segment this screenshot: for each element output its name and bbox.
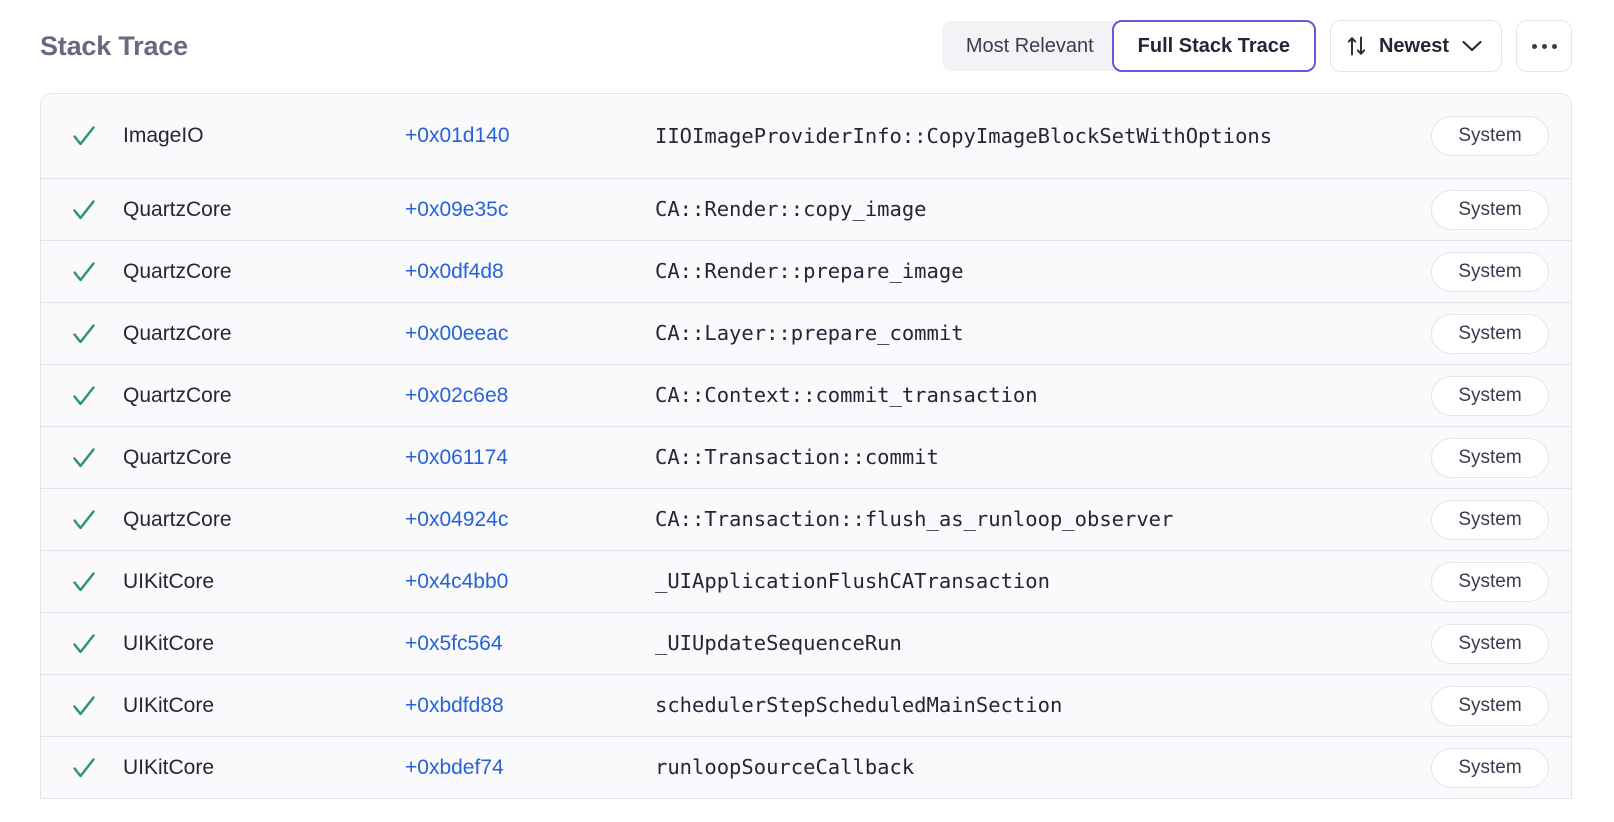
frame-badge-wrap: System [1413,685,1549,726]
table-row[interactable]: QuartzCore +0x02c6e8 CA::Context::commit_t… [41,365,1571,427]
frame-badge-wrap: System [1413,251,1549,292]
status-badge: System [1431,499,1549,540]
frame-resolved-check-icon [71,693,123,719]
frame-resolved-check-icon [71,321,123,347]
frame-offset-link[interactable]: +0x02c6e8 [405,383,509,407]
frame-symbol-name: runloopSourceCallback [655,755,915,780]
status-badge: System [1431,437,1549,478]
sort-arrows-icon [1347,35,1367,57]
frame-resolved-check-icon [71,755,123,781]
header-controls: Most Relevant Full Stack Trace Newest [941,20,1572,72]
frame-badge-wrap: System [1413,375,1549,416]
frame-module-name: QuartzCore [123,507,232,531]
table-row[interactable]: QuartzCore +0x0df4d8 CA::Render::prepare_i… [41,241,1571,303]
frame-offset-link[interactable]: +0x4c4bb0 [405,569,509,593]
frame-offset-link[interactable]: +0x061174 [405,445,508,469]
sort-dropdown[interactable]: Newest [1329,20,1502,72]
frame-badge-wrap: System [1413,561,1549,602]
frame-badge-wrap: System [1413,313,1549,354]
table-row[interactable]: UIKitCore +0x5fc564 _UIUpdateSequenceRun Sy… [41,613,1571,675]
frame-symbol-name: CA::Context::commit_transaction [655,383,1038,408]
table-row[interactable]: QuartzCore +0x04924c CA::Transaction::flus… [41,489,1571,551]
tab-full-stack-trace[interactable]: Full Stack Trace [1111,20,1316,72]
frame-symbol-name: schedulerStepScheduledMainSection [655,693,1063,718]
frame-offset-link[interactable]: +0xbdfd88 [405,693,504,717]
page-title: Stack Trace [40,30,188,61]
frame-resolved-check-icon [71,445,123,471]
status-badge: System [1431,685,1549,726]
status-badge: System [1431,561,1549,602]
frame-badge-wrap: System [1413,189,1549,230]
frame-symbol-name: CA::Layer::prepare_commit [655,321,964,346]
chevron-down-icon [1461,39,1483,53]
frame-module-name: UIKitCore [123,693,215,717]
table-row[interactable]: QuartzCore +0x09e35c CA::Render::copy_imag… [41,179,1571,241]
frame-resolved-check-icon [71,383,123,409]
status-badge: System [1431,747,1549,788]
frame-module-name: QuartzCore [123,383,232,407]
frame-symbol-name: IIOImageProviderInfo::CopyImageBlockSetW… [655,123,1273,148]
frame-resolved-check-icon [71,631,123,657]
frame-offset-link[interactable]: +0x00eeac [405,321,509,345]
sort-dropdown-label: Newest [1378,34,1449,57]
frame-symbol-name: _UIApplicationFlushCATransaction [655,569,1050,594]
frame-resolved-check-icon [71,197,123,223]
panel-header: Stack Trace Most Relevant Full Stack Tra… [0,0,1614,92]
frame-offset-link[interactable]: +0xbdef74 [405,755,504,779]
table-row[interactable]: UIKitCore +0xbdef74 runloopSourceCallback S… [41,737,1571,799]
frame-offset-link[interactable]: +0x04924c [405,507,509,531]
frame-module-name: UIKitCore [123,569,215,593]
frame-resolved-check-icon [71,123,123,149]
table-row[interactable]: QuartzCore +0x061174 CA::Transaction::comm… [41,427,1571,489]
frame-symbol-name: CA::Render::copy_image [655,197,927,222]
frame-resolved-check-icon [71,259,123,285]
frame-badge-wrap: System [1413,623,1549,664]
frame-module-name: QuartzCore [123,321,232,345]
frame-offset-link[interactable]: +0x5fc564 [405,631,503,655]
frame-module-name: QuartzCore [123,259,232,283]
frame-resolved-check-icon [71,507,123,533]
table-row[interactable]: UIKitCore +0x4c4bb0 _UIApplicationFlushCAT… [41,551,1571,613]
frame-offset-link[interactable]: +0x01d140 [405,124,510,147]
status-badge: System [1431,623,1549,664]
table-row[interactable]: UIKitCore +0xbdfd88 schedulerStepScheduled… [41,675,1571,737]
frame-resolved-check-icon [71,569,123,595]
status-badge: System [1431,375,1549,416]
frame-symbol-name: CA::Render::prepare_image [655,259,964,284]
table-row[interactable]: ImageIO +0x01d140 IIOImageProviderInfo::Co… [41,94,1571,179]
frame-symbol-name: CA::Transaction::commit [655,445,939,470]
stack-trace-table: ImageIO +0x01d140 IIOImageProviderInfo::Co… [40,93,1572,799]
status-badge: System [1431,116,1549,156]
frame-symbol-name: CA::Transaction::flush_as_runloop_observ… [655,507,1174,532]
frame-offset-link[interactable]: +0x09e35c [405,197,509,221]
frame-module-name: UIKitCore [123,755,215,779]
frame-module-name: UIKitCore [123,631,215,655]
status-badge: System [1431,251,1549,292]
frame-module-name: QuartzCore [123,445,232,469]
frame-symbol-name: _UIUpdateSequenceRun [655,631,902,656]
tab-most-relevant[interactable]: Most Relevant [941,21,1120,71]
table-row[interactable]: QuartzCore +0x00eeac CA::Layer::prepare_co… [41,303,1571,365]
status-badge: System [1431,189,1549,230]
ellipsis-icon-dot2 [1541,43,1547,49]
view-mode-segmented-control: Most Relevant Full Stack Trace [941,20,1316,72]
frame-badge-wrap: System [1413,116,1549,156]
frame-module-name: QuartzCore [123,197,232,221]
status-badge: System [1431,313,1549,354]
frame-offset-link[interactable]: +0x0df4d8 [405,259,504,283]
ellipsis-icon [1531,43,1537,49]
frame-module-name: ImageIO [123,124,204,147]
frame-badge-wrap: System [1413,747,1549,788]
more-options-button[interactable] [1516,20,1572,72]
ellipsis-icon-dot3 [1551,43,1557,49]
frame-badge-wrap: System [1413,499,1549,540]
frame-badge-wrap: System [1413,437,1549,478]
